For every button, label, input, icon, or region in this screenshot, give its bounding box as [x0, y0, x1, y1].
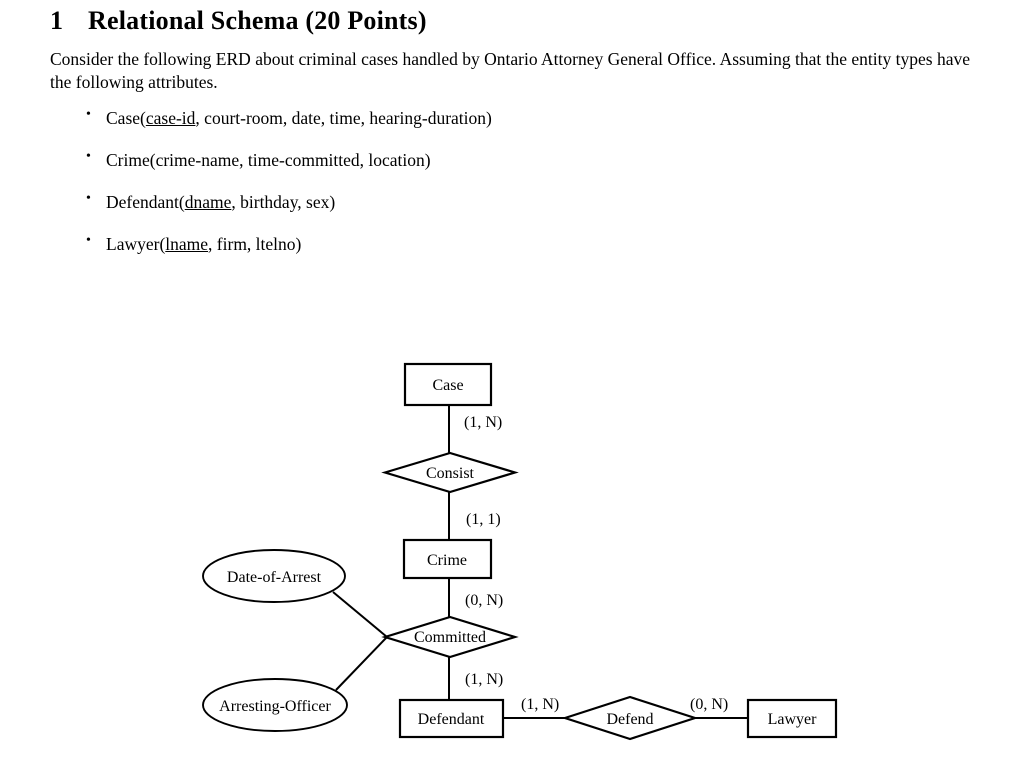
- entity-crime[interactable]: [402, 538, 493, 580]
- entity-case[interactable]: [403, 362, 493, 407]
- bullet-icon: •: [86, 149, 91, 165]
- open-paren: (: [140, 108, 146, 129]
- attribute-date-of-arrest[interactable]: [202, 549, 346, 603]
- cardinality-case-consist: (1, N): [464, 414, 502, 431]
- open-paren: (: [159, 234, 166, 255]
- cardinality-defend-lawyer: (0, N): [690, 696, 728, 713]
- entity-name: Lawyer: [106, 234, 160, 255]
- section-title-text: Relational Schema (20 Points): [88, 6, 427, 35]
- entity-attributes: , court-room, date, time, hearing-durati…: [195, 108, 492, 129]
- open-paren: (: [178, 192, 185, 213]
- cardinality-consist-crime: (1, 1): [466, 511, 501, 528]
- entity-name: Crime: [106, 150, 150, 171]
- cardinality-committed-defendant: (1, N): [465, 671, 503, 688]
- relationship-committed-label: Committed: [414, 629, 486, 646]
- entity-lawyer-label: Lawyer: [768, 711, 818, 728]
- relationship-defend-label: Defend: [606, 711, 653, 728]
- relationship-consist[interactable]: [381, 451, 519, 494]
- entity-attributes: crime-name, time-committed, location): [155, 150, 431, 171]
- primary-key: case-id: [145, 108, 196, 129]
- entity-lawyer[interactable]: [746, 698, 838, 739]
- document-body: 1 Relational Schema (20 Points) Consider …: [50, 6, 980, 276]
- list-item: • Defendant(dname, birthday, sex): [50, 191, 980, 213]
- attribute-arresting-officer[interactable]: [202, 678, 348, 732]
- entity-attributes: , birthday, sex): [231, 192, 336, 213]
- entity-crime-label: Crime: [427, 552, 467, 569]
- open-paren: (: [149, 150, 156, 171]
- list-item: • Lawyer(lname, firm, ltelno): [50, 233, 980, 255]
- primary-key: dname: [184, 192, 232, 213]
- entity-name: Case: [106, 108, 141, 129]
- entity-defendant[interactable]: [398, 698, 505, 739]
- attribute-arresting-officer-label: Arresting-Officer: [219, 698, 331, 715]
- cardinality-crime-committed: (0, N): [465, 592, 503, 609]
- relationship-committed[interactable]: [381, 615, 519, 659]
- cardinality-defendant-defend: (1, N): [521, 696, 559, 713]
- relationship-consist-label: Consist: [426, 465, 475, 482]
- entity-name: Defendant: [106, 192, 179, 213]
- section-number: 1: [50, 6, 64, 35]
- edge-date-of-arrest-committed: [332, 591, 388, 638]
- edge-arresting-officer-committed: [335, 636, 388, 691]
- list-item: • Crime(crime-name, time-committed, locat…: [50, 149, 980, 171]
- bullet-icon: •: [86, 233, 91, 249]
- list-item: • Case(case-id, court-room, date, time, h…: [50, 107, 980, 129]
- entity-case-label: Case: [432, 377, 463, 394]
- bullet-icon: •: [86, 107, 91, 123]
- entity-defendant-label: Defendant: [418, 711, 485, 728]
- bullet-icon: •: [86, 191, 91, 207]
- page-title: 1 Relational Schema (20 Points): [50, 6, 980, 36]
- entity-attributes: , firm, ltelno): [208, 234, 302, 255]
- intro-paragraph: Consider the following ERD about crimina…: [50, 49, 970, 93]
- relationship-defend[interactable]: [561, 695, 699, 741]
- entity-attribute-list: •Case(case-id, court-room, date, time, h…: [50, 107, 980, 255]
- primary-key: lname: [165, 234, 209, 255]
- attribute-date-of-arrest-label: Date-of-Arrest: [227, 569, 322, 586]
